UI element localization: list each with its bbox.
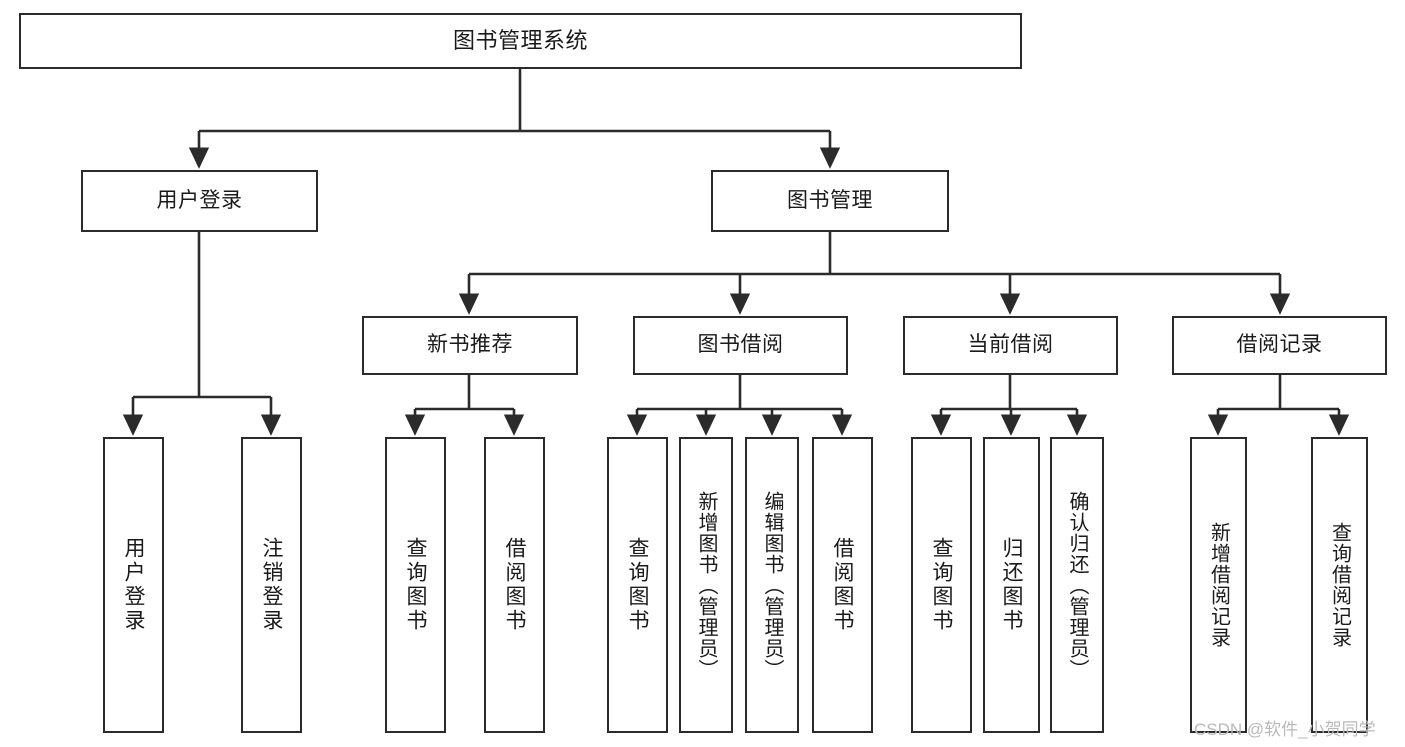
- node-leaf-query-book-3-label: 查询图书: [930, 537, 953, 633]
- node-leaf-confirm-return[interactable]: 确认归还（管理员）: [1050, 437, 1104, 733]
- node-leaf-query-record-label: 查询借阅记录: [1328, 522, 1351, 648]
- node-leaf-query-book-3[interactable]: 查询图书: [911, 437, 972, 733]
- node-leaf-user-login-label: 用户登录: [122, 537, 145, 633]
- node-leaf-add-record-label: 新增借阅记录: [1207, 522, 1230, 648]
- node-leaf-logout-login-label: 注销登录: [260, 537, 283, 633]
- node-leaf-edit-book[interactable]: 编辑图书（管理员）: [745, 437, 799, 733]
- node-leaf-add-record[interactable]: 新增借阅记录: [1190, 437, 1247, 733]
- node-leaf-user-login[interactable]: 用户登录: [103, 437, 164, 733]
- node-leaf-query-book-2-label: 查询图书: [626, 537, 649, 633]
- node-root-label: 图书管理系统: [452, 28, 588, 54]
- node-leaf-query-record[interactable]: 查询借阅记录: [1311, 437, 1368, 733]
- node-leaf-return-book-label: 归还图书: [1000, 537, 1023, 633]
- node-book-manage-label: 图书管理: [787, 188, 873, 212]
- node-leaf-query-book-1-label: 查询图书: [404, 537, 427, 633]
- node-book-manage[interactable]: 图书管理: [711, 170, 949, 232]
- node-user-login-label: 用户登录: [156, 188, 243, 212]
- node-borrow-record[interactable]: 借阅记录: [1172, 316, 1387, 375]
- node-new-book-recommend[interactable]: 新书推荐: [362, 316, 578, 375]
- node-borrow-record-label: 借阅记录: [1236, 333, 1323, 357]
- node-book-borrow-label: 图书借阅: [697, 333, 784, 357]
- node-leaf-add-book[interactable]: 新增图书（管理员）: [679, 437, 733, 733]
- node-leaf-query-book-2[interactable]: 查询图书: [607, 437, 668, 733]
- node-leaf-logout-login[interactable]: 注销登录: [241, 437, 302, 733]
- node-leaf-borrow-book-2[interactable]: 借阅图书: [812, 437, 873, 733]
- watermark-text: CSDN @软件_小贺同学: [1194, 720, 1376, 739]
- node-current-borrow-label: 当前借阅: [967, 333, 1054, 357]
- node-leaf-query-book-1[interactable]: 查询图书: [385, 437, 446, 733]
- node-leaf-borrow-book-1-label: 借阅图书: [503, 537, 526, 633]
- node-leaf-edit-book-label: 编辑图书（管理员）: [761, 490, 783, 680]
- node-leaf-return-book[interactable]: 归还图书: [983, 437, 1040, 733]
- node-leaf-confirm-return-label: 确认归还（管理员）: [1066, 490, 1088, 680]
- node-current-borrow[interactable]: 当前借阅: [903, 316, 1118, 375]
- node-leaf-borrow-book-1[interactable]: 借阅图书: [484, 437, 545, 733]
- node-user-login[interactable]: 用户登录: [81, 170, 318, 232]
- node-leaf-add-book-label: 新增图书（管理员）: [695, 490, 717, 680]
- node-leaf-borrow-book-2-label: 借阅图书: [831, 537, 854, 633]
- node-new-book-recommend-label: 新书推荐: [427, 333, 513, 357]
- node-root[interactable]: 图书管理系统: [19, 13, 1022, 69]
- node-book-borrow[interactable]: 图书借阅: [633, 316, 848, 375]
